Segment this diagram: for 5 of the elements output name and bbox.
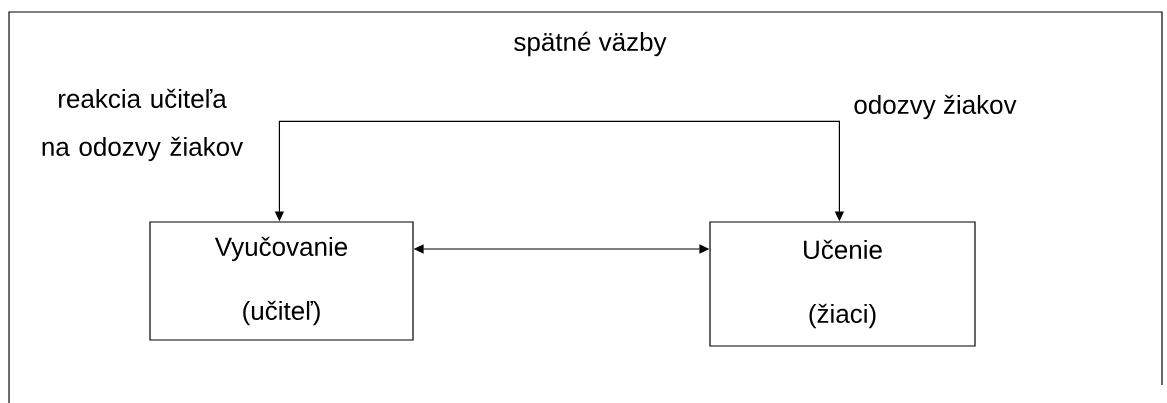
process-box: Vyučovanie (učiteľ)	[149, 221, 414, 341]
label: odozvy žiakov	[854, 94, 1017, 120]
label: reakcia učiteľa na odozvy žiakov	[42, 88, 244, 162]
process-box: Učenie (žiaci)	[709, 221, 976, 347]
label: spätné väzby	[514, 31, 667, 57]
